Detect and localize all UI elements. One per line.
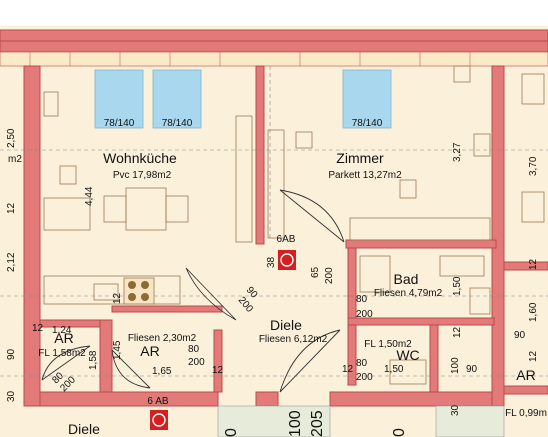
- window-1: [94, 69, 144, 129]
- dim-12-d: 12: [112, 292, 123, 304]
- wall-ar-left-top: [39, 319, 105, 328]
- wall-kitchen-ar: [111, 305, 223, 313]
- window-label-3: 78/140: [352, 118, 383, 129]
- wall-bad-left: [347, 247, 357, 319]
- neighbour-area: [217, 405, 331, 437]
- room-area-wohnkueche: Pvc 17,98m2: [113, 170, 172, 181]
- room-area-zimmer: Parkett 13,27m2: [328, 170, 402, 181]
- top-wall-infill: [0, 51, 548, 67]
- dim-4-44: 4,44: [84, 186, 95, 206]
- dim-100-a: 100: [450, 357, 461, 374]
- room-area-wc: FL 1,50m2: [364, 339, 412, 350]
- dimension-guides: [0, 66, 548, 377]
- room-area-ar-mid: Fliesen 2,30m2: [128, 333, 197, 344]
- dim-12-b: 12: [32, 323, 44, 334]
- right-exterior-wall: [491, 65, 505, 407]
- room-area-ar-left: FL 1,58m2: [38, 348, 86, 359]
- bottom-wall-left: [39, 391, 219, 407]
- dim-2-12: 2,12: [6, 252, 17, 272]
- ab-label-lower: 6 AB: [147, 396, 168, 407]
- window-2: [152, 69, 202, 129]
- dim-12-e: 12: [452, 326, 463, 338]
- dim-0-b: 0: [391, 428, 408, 437]
- room-name-ar-mid: AR: [140, 343, 159, 359]
- room-name-diele-lower: Diele: [68, 421, 100, 437]
- room-name-ar-right: AR: [516, 367, 535, 383]
- room-name-bad: Bad: [394, 271, 419, 287]
- dim-12-f: 12: [342, 364, 354, 375]
- dimension-labels-rotated: 2,50 12 2,12 90 30 1,58 80 200 1,45 12 4…: [6, 128, 539, 437]
- top-margin: [0, 0, 548, 26]
- dim-1-45: 1,45: [112, 340, 123, 360]
- wall-hatch: [29, 52, 471, 66]
- room-name-wc: WC: [396, 347, 419, 363]
- door-swings: [41, 189, 345, 393]
- dim-3-70: 3,70: [528, 156, 539, 176]
- dim-65: 65: [310, 266, 321, 278]
- room-area-fl-right: FL 0,99m: [505, 408, 547, 419]
- ab-label-upper: 6AB: [277, 234, 296, 245]
- window-label-1: 78/140: [104, 118, 135, 129]
- dim-200-f: 200: [356, 372, 373, 383]
- wall-right-ar-bottom: [503, 385, 548, 395]
- dim-100-b: 100: [287, 410, 304, 437]
- room-area-bad: Fliesen 4,79m2: [374, 288, 443, 299]
- dim-80-c: 80: [356, 294, 368, 305]
- dim-90-a: 90: [6, 348, 17, 360]
- dim-200-b: 200: [188, 357, 205, 368]
- wall-right-ar-top: [503, 261, 548, 271]
- room-name-diele: Diele: [270, 317, 302, 333]
- dim-1-60: 1,60: [528, 302, 539, 322]
- dim-12-a: 12: [6, 202, 17, 214]
- room-name-wohnkueche: Wohnküche: [103, 150, 177, 166]
- dim-30: 30: [6, 390, 17, 402]
- dim-1-50-b: 1,50: [384, 364, 404, 375]
- wall-wohnkueche-zimmer: [255, 65, 265, 245]
- left-exterior-wall: [23, 65, 41, 407]
- dim-30-b: 30: [450, 404, 461, 416]
- wall-wc-left: [347, 324, 357, 386]
- wall-ar-left-right: [99, 319, 113, 393]
- dim-38: 38: [266, 256, 277, 268]
- window-3: [342, 69, 392, 129]
- dim-200-c: 200: [324, 267, 335, 284]
- bottom-wall-right: [329, 391, 493, 407]
- dim-90-c: 90: [466, 364, 478, 375]
- dim-1-24: 1,24: [52, 325, 72, 336]
- dim-205: 205: [309, 410, 326, 437]
- dim-m2: m2: [8, 154, 22, 165]
- window-label-2: 78/140: [162, 118, 193, 129]
- room-area-diele: Fliesen 6,12m2: [259, 334, 328, 345]
- dim-12-g: 12: [528, 258, 539, 270]
- fire-extinguisher-icon-2: [150, 410, 168, 430]
- dim-2-50: 2,50: [6, 128, 17, 148]
- fire-extinguisher-icon: [278, 250, 296, 270]
- stove-icon: [123, 277, 155, 305]
- wall-bad-wc: [347, 317, 495, 326]
- dim-90-d: 90: [514, 330, 526, 341]
- dim-1-65: 1,65: [152, 366, 172, 377]
- dim-1-58: 1,58: [88, 350, 99, 370]
- dim-80-b: 80: [188, 344, 200, 355]
- wall-zimmer-bad: [345, 239, 497, 249]
- room-name-ar-left: AR: [54, 330, 73, 346]
- room-name-zimmer: Zimmer: [336, 150, 384, 166]
- dim-12-h: 12: [528, 350, 539, 362]
- dim-1-50: 1,50: [452, 276, 463, 296]
- bottom-wall-mid: [255, 391, 279, 407]
- wall-ar-mid-right: [213, 329, 223, 393]
- dimension-labels: m2 12 1,24 80 200 1,65 12 80 200 80 200 …: [8, 154, 526, 383]
- dim-3-27: 3,27: [452, 142, 463, 162]
- neighbour-area-right: [435, 405, 505, 437]
- furniture: [43, 65, 545, 385]
- dim-12-c: 12: [212, 365, 224, 376]
- dim-80-d: 80: [356, 358, 368, 369]
- dim-0-a: 0: [223, 428, 240, 437]
- dim-200-e: 200: [356, 309, 373, 320]
